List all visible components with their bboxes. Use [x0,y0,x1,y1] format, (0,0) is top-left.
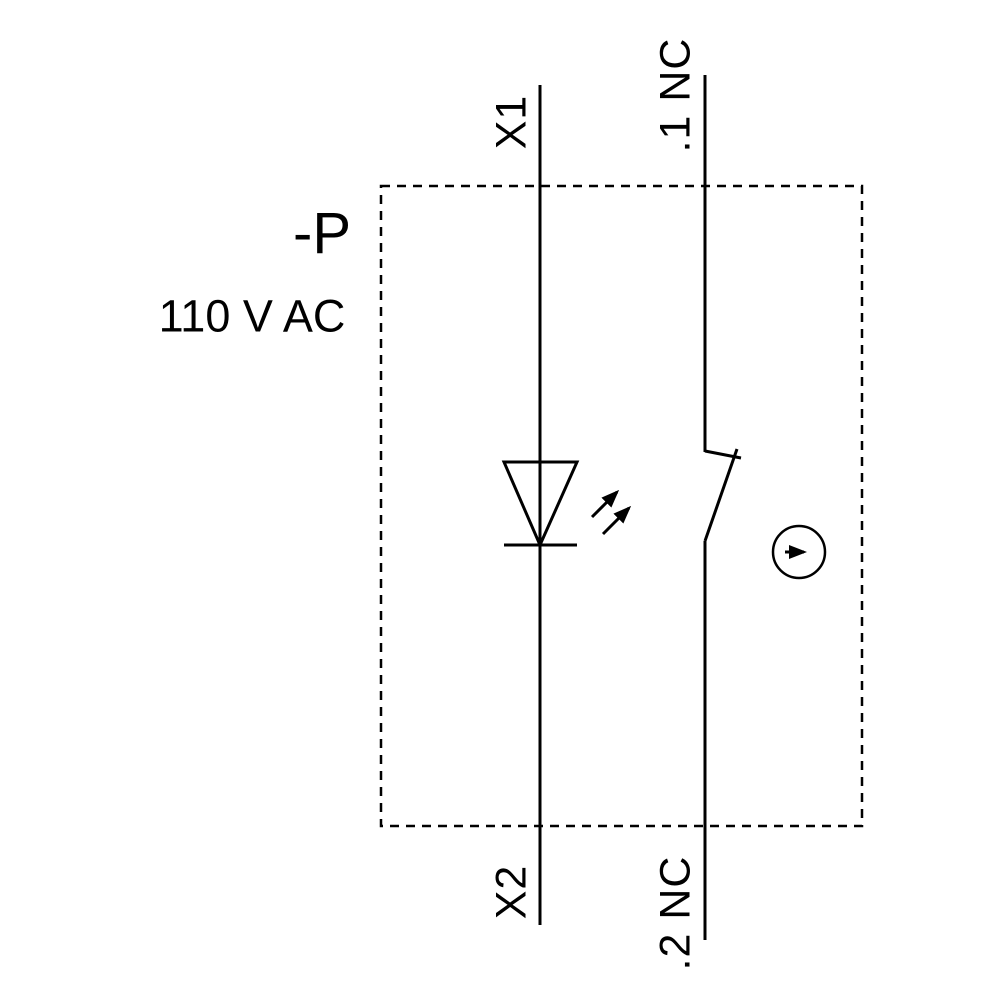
nc-contact-icon [703,448,742,542]
terminal-label-1nc: .1 NC [651,37,700,153]
emission-arrow-2 [601,505,632,536]
emission-arrow-1 [590,489,620,519]
terminal-label-x2: X2 [487,864,536,920]
enclosure-dashed-border [379,184,864,828]
led-icon [501,460,580,549]
voltage-rating-label: 110 V AC [158,290,346,342]
terminal-label-2nc: .2 NC [651,855,700,971]
light-emission-arrows-icon [590,489,632,536]
actuator-icon [771,524,827,580]
terminal-label-x1: X1 [487,94,536,150]
contact-blade [703,448,739,542]
actuator-circle [771,524,827,580]
led-triangle [501,460,580,549]
component-reference-label: -P [293,201,351,266]
